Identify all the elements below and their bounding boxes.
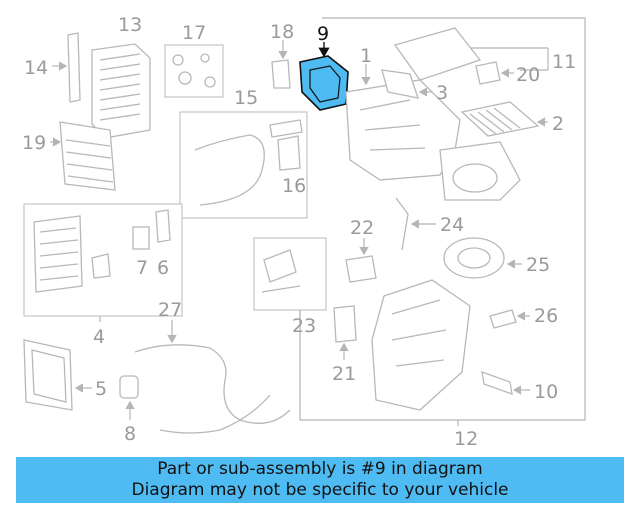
lower-hvac-housing: [371, 279, 471, 411]
part-info-banner: Part or sub-assembly is #9 in diagram Di…: [16, 457, 624, 503]
callout-4: 4: [93, 326, 105, 348]
callout-11: 11: [552, 51, 576, 73]
callout-18: 18: [270, 21, 294, 43]
callout-13: 13: [118, 14, 142, 36]
part-19-evaporator: [50, 121, 116, 191]
banner-line-1: Part or sub-assembly is #9 in diagram: [157, 459, 483, 479]
callout-3: 3: [436, 82, 448, 104]
part-2-cabin-filter: [460, 101, 548, 137]
callout-27: 27: [158, 299, 182, 321]
callout-7: 7: [136, 257, 148, 279]
callout-16: 16: [282, 175, 306, 197]
part-16-bracket: [277, 135, 301, 171]
assembly-bracket-frame: [299, 17, 586, 421]
part-6-sensor: [155, 209, 171, 243]
callout-15: 15: [234, 87, 258, 109]
part-14-pipe: [52, 32, 81, 103]
callout-19: 19: [22, 132, 46, 154]
part-24-rod: [395, 197, 436, 251]
part-18-gasket: [271, 40, 291, 89]
part-1-hvac-housing: [345, 64, 461, 181]
callout-5: 5: [95, 378, 107, 400]
callout-26: 26: [534, 305, 558, 327]
callout-2: 2: [552, 113, 564, 135]
callout-labels: 9 1 2 3 4 5 6 7 8 10 11 12 13 14 15 16 1…: [22, 14, 576, 450]
callout-25: 25: [526, 254, 550, 276]
part-8-clip: [119, 375, 139, 420]
part-5-filter-frame: [23, 339, 92, 411]
callout-20: 20: [516, 64, 540, 86]
part-13-heater-core: [91, 43, 151, 139]
callout-6: 6: [157, 257, 169, 279]
part-20-actuator: [475, 61, 514, 85]
callout-22: 22: [350, 217, 374, 239]
callout-14: 14: [24, 57, 48, 79]
banner-line-2: Diagram may not be specific to your vehi…: [131, 480, 509, 500]
parts-diagram: 9 1 2 3 4 5 6 7 8 10 11 12 13 14 15 16 1…: [22, 14, 586, 450]
callout-10: 10: [534, 381, 558, 403]
part-21-bracket: [333, 305, 357, 360]
callout-24: 24: [440, 214, 464, 236]
callout-12: 12: [454, 428, 478, 450]
part-22-bracket: [345, 238, 377, 283]
callout-17: 17: [182, 22, 206, 44]
part-25-blower-motor: [443, 237, 522, 279]
part-7-sensor: [132, 226, 150, 250]
part-10-actuator: [481, 371, 530, 395]
callout-9: 9: [317, 23, 329, 45]
part-17-box: [164, 44, 224, 98]
blower-housing: [439, 141, 521, 201]
part-26-clip: [489, 309, 530, 329]
part-23-box: [253, 237, 327, 318]
part-11-duct: [393, 27, 549, 81]
part-3-mode-door: [381, 69, 432, 99]
callout-1: 1: [360, 45, 372, 67]
callout-21: 21: [332, 363, 356, 385]
callout-23: 23: [292, 315, 316, 337]
part-9-highlighted-seal: [299, 42, 349, 111]
part-4-box: [23, 203, 183, 322]
callout-8: 8: [124, 423, 136, 445]
part-27-wiring-harness: [134, 320, 291, 434]
